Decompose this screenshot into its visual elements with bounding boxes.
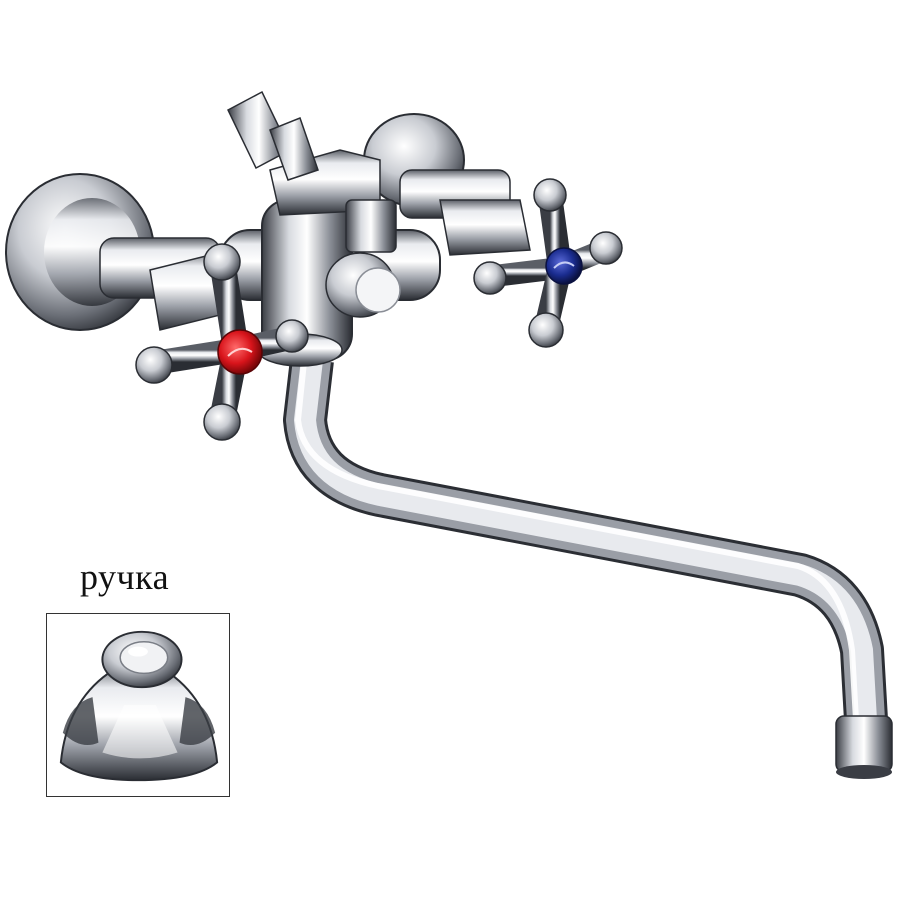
inset-caption: ручка [80, 557, 170, 597]
cold-cross-handle [473, 178, 623, 348]
handle-knob-image [59, 630, 219, 782]
aerator [835, 715, 893, 773]
diverter-knob [325, 252, 401, 318]
hot-cross-handle [135, 243, 309, 441]
spout [283, 357, 893, 779]
mixer-body [219, 149, 441, 367]
hot-indicator-icon [217, 329, 263, 375]
cold-indicator-icon [545, 247, 583, 285]
shower-holder [227, 90, 319, 181]
right-wall-flange [363, 113, 531, 256]
handle-inset-frame [46, 613, 230, 797]
left-wall-flange [5, 173, 241, 331]
